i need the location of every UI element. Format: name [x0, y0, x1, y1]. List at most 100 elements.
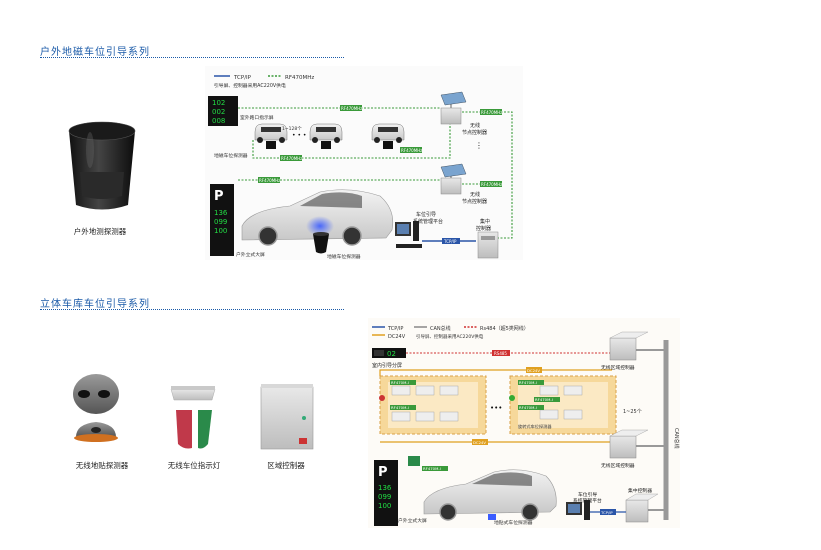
- svg-text:RF470MHz: RF470MHz: [401, 148, 422, 153]
- wireless-floor-detector-caption: 无线地贴探测器: [75, 461, 129, 470]
- indoor-screen-label: 室内引导分屏: [372, 362, 402, 369]
- svg-text:099: 099: [378, 493, 391, 501]
- svg-text:节点控制器: 节点控制器: [462, 198, 487, 205]
- svg-text:户外立式大屏: 户外立式大屏: [398, 517, 427, 524]
- svg-text:集中: 集中: [480, 218, 490, 225]
- svg-text:099: 099: [214, 218, 227, 226]
- screen-row-1: 102: [212, 99, 225, 107]
- svg-text:•••: •••: [490, 404, 502, 412]
- wireless-indicator-light-image: [170, 386, 216, 449]
- section2-divider: [40, 309, 344, 310]
- area-controller-image: [260, 384, 314, 450]
- svg-text:RF470M-I: RF470M-I: [391, 380, 409, 385]
- section2-title: 立体车库车位引导系列: [40, 299, 150, 310]
- wireless-floor-detector-image: [73, 374, 119, 442]
- big-screen-label: 户外立式大屏: [236, 251, 265, 258]
- legend-rf: RF470MHz: [285, 75, 314, 81]
- legend-tcp: TCP/IP: [233, 75, 252, 81]
- outdoor-detector-caption: 户外地测探测器: [73, 227, 127, 236]
- svg-text:集中控制器: 集中控制器: [628, 487, 652, 494]
- rf-tag-2: [480, 109, 502, 115]
- count-label: 1~128个: [282, 126, 302, 132]
- wireless-node-controller-2: [440, 163, 467, 195]
- central-controller-2: [625, 493, 659, 523]
- svg-text:RF470M-I: RF470M-I: [391, 405, 409, 410]
- svg-text:无线区域控制器: 无线区域控制器: [601, 462, 635, 469]
- svg-text:TCP/IP: TCP/IP: [600, 510, 613, 515]
- detector-label: 地磁车位探测器: [214, 152, 248, 159]
- svg-text:RF470M-I: RF470M-I: [423, 466, 441, 471]
- outdoor-standing-big-screen-2: P 136 099 100: [374, 460, 398, 526]
- svg-text:P: P: [378, 465, 388, 480]
- rf-tag-5: [258, 177, 280, 183]
- large-car-illustration: [241, 189, 394, 246]
- wireless-node-controller-1: [440, 91, 467, 125]
- screen-row-2: 002: [212, 108, 225, 116]
- indoor-screen-label: 室外路口指示屏: [240, 114, 274, 121]
- sensor-label: 地磁车位探测器: [327, 253, 361, 260]
- diagram2-legend: TCP/IP DC24V CAN总线 引导屏、控制器采用AC220V供电 Rs4…: [372, 325, 529, 340]
- svg-text:RF470MHz: RF470MHz: [481, 182, 502, 187]
- range-label: 1~25个: [623, 409, 642, 415]
- indoor-guidance-screen: 02: [372, 348, 406, 358]
- svg-text:136: 136: [378, 484, 392, 492]
- large-car-illustration-2: [423, 469, 557, 521]
- svg-text:RF470M-I: RF470M-I: [535, 397, 553, 402]
- svg-text:无线: 无线: [470, 191, 480, 198]
- rf-tag-1: [340, 105, 362, 111]
- svg-text:无线区域控制器: 无线区域控制器: [601, 364, 635, 371]
- svg-text:CAN总线: CAN总线: [430, 325, 451, 332]
- svg-text:RF470M-I: RF470M-I: [519, 380, 537, 385]
- parked-car-2: [309, 123, 343, 149]
- svg-text:控制器: 控制器: [476, 225, 491, 232]
- wireless-area-controller-2: [609, 429, 649, 459]
- svg-text:⋮: ⋮: [475, 141, 483, 150]
- rf-tag-3: [400, 147, 422, 153]
- svg-text:DC24V: DC24V: [473, 440, 486, 445]
- diagram1-legend: TCP/IP RF470MHz 引导屏、控制器采用AC220V供电: [214, 75, 314, 89]
- svg-text:DC24V: DC24V: [527, 368, 540, 373]
- outdoor-magnetic-detector-image: [68, 121, 136, 210]
- management-platform-pc-2: [566, 500, 590, 520]
- svg-text:RF470MHz: RF470MHz: [281, 156, 302, 161]
- svg-text:100: 100: [378, 502, 391, 510]
- svg-text:RF470MHz: RF470MHz: [341, 106, 362, 111]
- svg-text:02: 02: [387, 350, 396, 358]
- svg-text:100: 100: [214, 227, 227, 235]
- parked-car-3: [371, 123, 405, 149]
- legend-note: 引导屏、控制器采用AC220V供电: [214, 82, 286, 89]
- outdoor-intersection-screen: 102 002 008: [208, 96, 238, 126]
- central-controller: [477, 231, 499, 259]
- rf-tag-6: [480, 181, 502, 187]
- rf-tag-4: [280, 155, 302, 161]
- area-controller-caption: 区域控制器: [267, 461, 305, 470]
- svg-text:TCP/IP: TCP/IP: [387, 326, 403, 332]
- svg-text:RS485: RS485: [494, 351, 507, 356]
- wireless-area-controller-1: [609, 331, 649, 361]
- parked-car-1: [254, 123, 288, 149]
- outdoor-standing-big-screen: P 136 099 100: [210, 184, 234, 256]
- management-platform-pc: [395, 221, 422, 248]
- svg-text:系统管理平台: 系统管理平台: [573, 497, 602, 504]
- wireless-indicator-light-caption: 无线车位指示灯: [167, 461, 221, 470]
- svg-text:CAN总线: CAN总线: [673, 428, 680, 449]
- section1-divider: [40, 57, 344, 58]
- svg-text:车位引导: 车位引导: [578, 491, 597, 498]
- screen-row-3: 008: [212, 117, 225, 125]
- svg-text:Rs484（超5类网线）: Rs484（超5类网线）: [480, 325, 529, 332]
- svg-text:TCP/IP: TCP/IP: [443, 239, 457, 244]
- svg-text:车位引导: 车位引导: [416, 211, 436, 218]
- detection-field: [306, 216, 334, 236]
- svg-text:RF470M-I: RF470M-I: [519, 405, 537, 410]
- svg-text:RF470MHz: RF470MHz: [481, 110, 502, 115]
- svg-text:P: P: [214, 189, 224, 204]
- svg-text:系统管理平台: 系统管理平台: [413, 218, 443, 225]
- svg-text:136: 136: [214, 209, 228, 217]
- svg-text:• • •: • • •: [292, 132, 306, 139]
- svg-text:引导屏、控制器采用AC220V供电: 引导屏、控制器采用AC220V供电: [416, 333, 484, 340]
- sensor-cylinder: [313, 232, 329, 254]
- svg-text:DC24V: DC24V: [388, 334, 406, 340]
- svg-text:地贴式车位探测器: 地贴式车位探测器: [494, 519, 533, 526]
- svg-text:节点控制器: 节点控制器: [462, 129, 487, 136]
